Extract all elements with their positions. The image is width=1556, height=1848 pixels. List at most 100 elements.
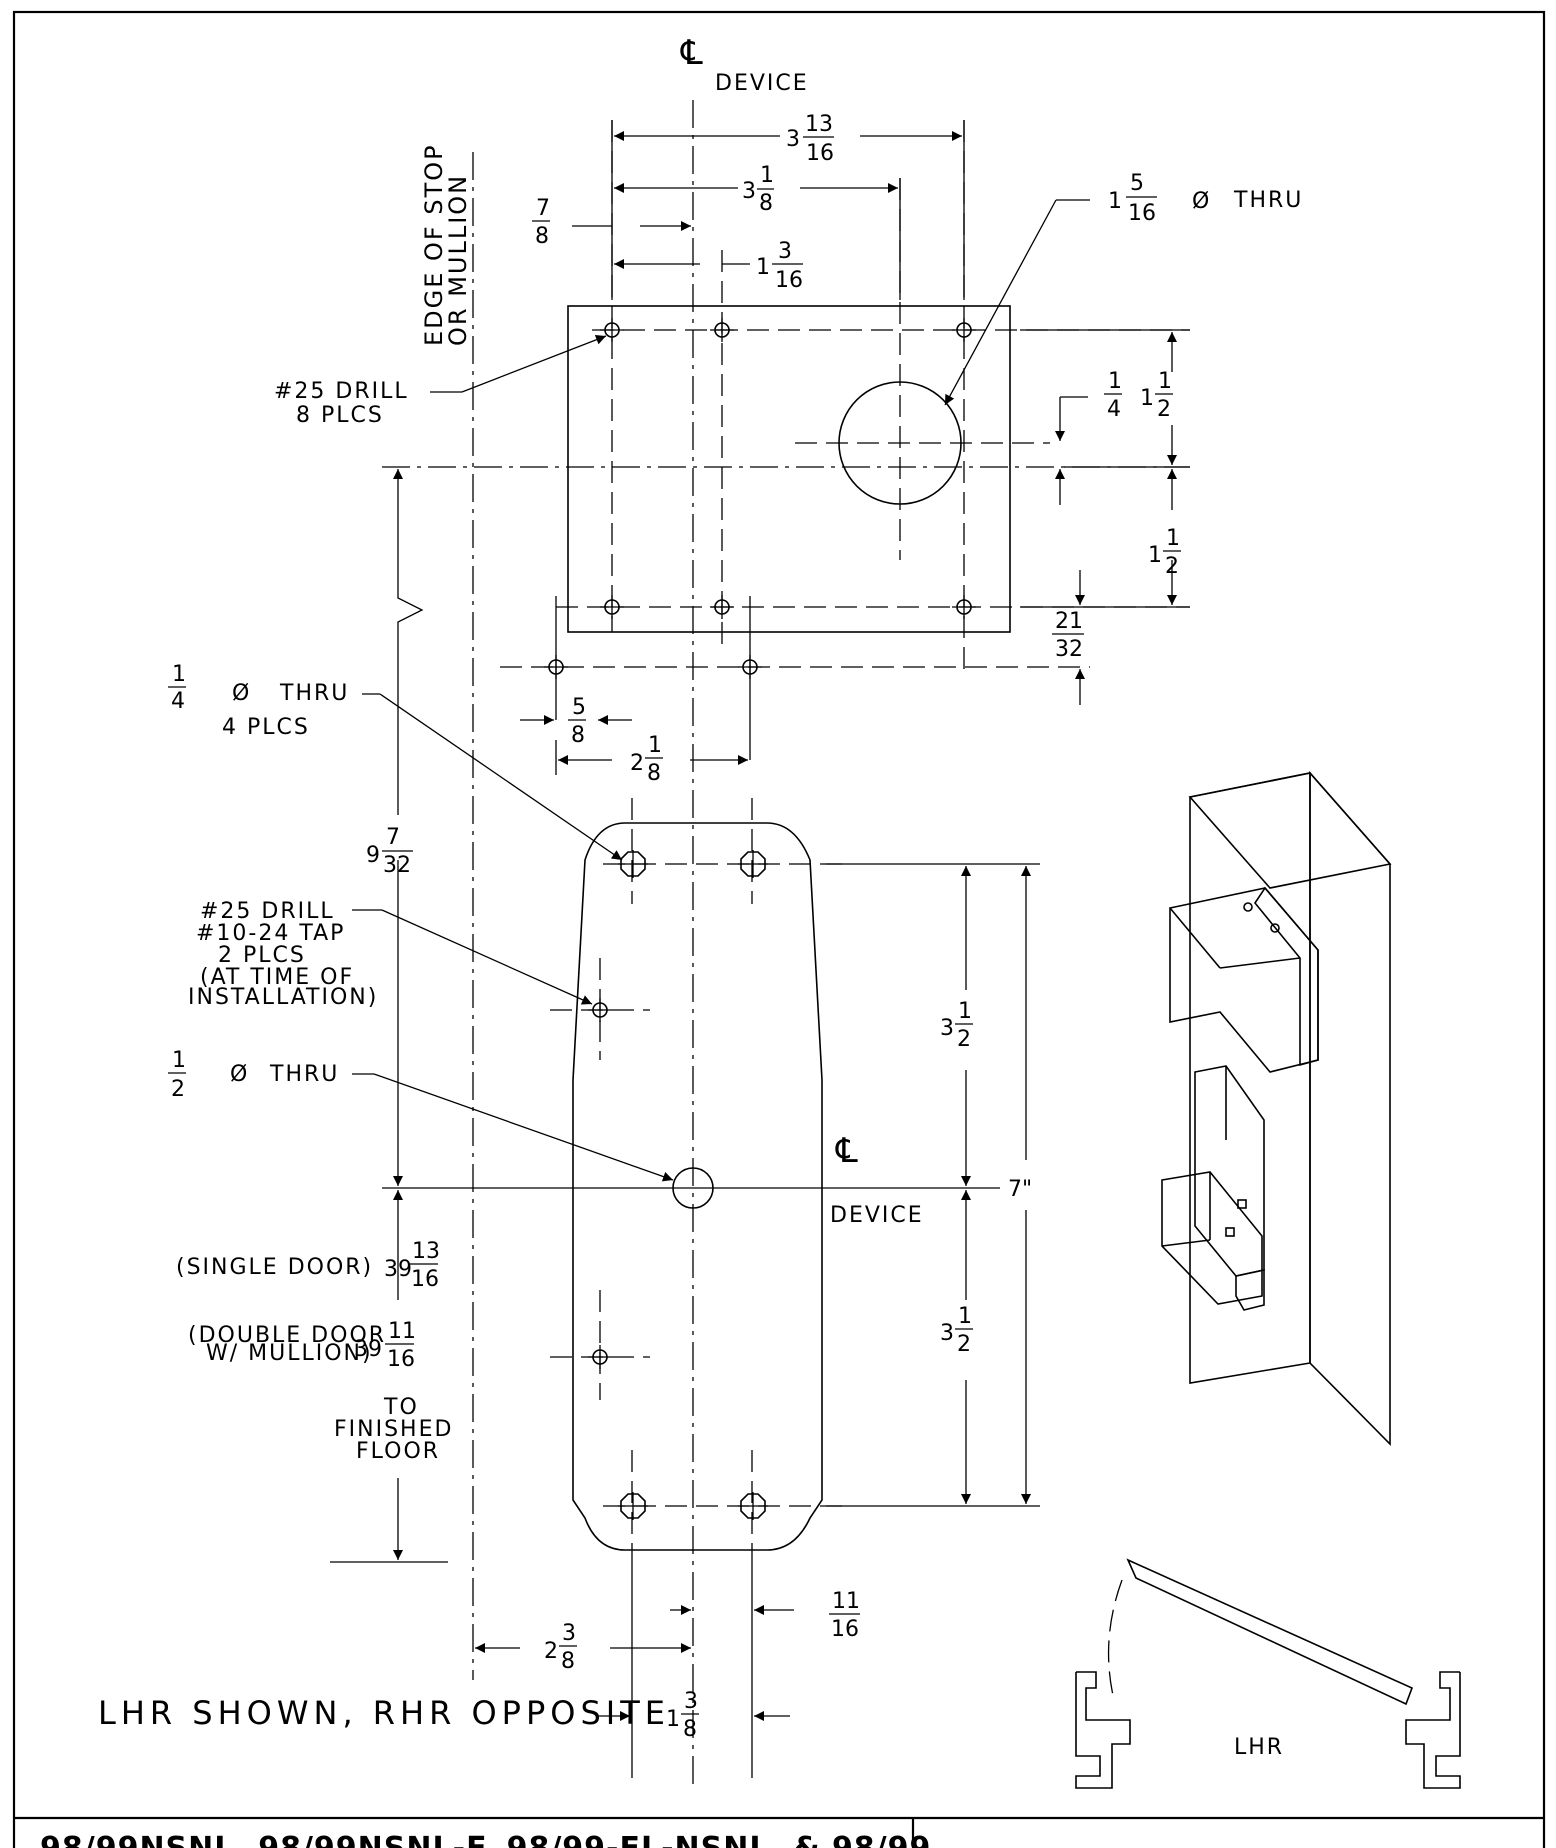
dim-2-3-8-whole: 2 [544, 1639, 558, 1664]
right-dimensions-lower [826, 863, 1040, 1507]
edge-of-stop-label: EDGE OF STOP OR MULLION [420, 143, 472, 346]
edge-of-stop-line1: EDGE OF STOP [420, 143, 448, 346]
half-thru: THRU [269, 1062, 339, 1087]
dim-9-7-32-den: 32 [383, 853, 411, 878]
dim-3-1-8-num: 1 [760, 163, 774, 188]
device-label-top: DEVICE [715, 71, 809, 96]
left-tall-dimension [330, 469, 1000, 1563]
drill25-line2: 8 PLCS [296, 403, 384, 428]
upper-plate-holes [544, 318, 976, 760]
dim-3-1-2-b-whole: 3 [940, 1321, 954, 1346]
double-door-whole: 39 [354, 1337, 382, 1362]
dim-1-1-2-b-num: 1 [1166, 526, 1180, 551]
hole [740, 1493, 766, 1519]
dim-3-13-16-whole: 3 [786, 127, 800, 152]
drill-tap-line1: #25 DRILL [200, 899, 335, 924]
double-door-den: 16 [387, 1347, 415, 1372]
lhr-plan-view: LHR [1075, 1558, 1461, 1789]
edge-of-stop-line2: OR MULLION [444, 174, 472, 346]
dim-2-1-8-whole: 2 [630, 751, 644, 776]
dim-1-3-16-num: 3 [778, 239, 792, 264]
quarter-thru: THRU [279, 681, 349, 706]
dim-3-1-2-b-den: 2 [957, 1332, 971, 1357]
big-hole-num: 5 [1130, 171, 1144, 196]
dim-1-1-2-b-den: 2 [1165, 554, 1179, 579]
quarter-den: 4 [171, 689, 185, 714]
dim-7-8-num: 7 [536, 196, 550, 221]
dim-1-3-8-whole: 1 [666, 1707, 680, 1732]
half-den: 2 [171, 1077, 185, 1102]
big-hole-thru: THRU [1233, 188, 1303, 213]
dim-11-16-den: 16 [831, 1617, 859, 1642]
quarter-num: 1 [172, 662, 186, 687]
lhr-label: LHR [1234, 1735, 1284, 1760]
half-num: 1 [172, 1048, 186, 1073]
iso-lever [1161, 1171, 1263, 1305]
big-hole-diameter: Ø [1192, 189, 1209, 214]
device-label-lower: DEVICE [830, 1203, 924, 1228]
double-door-num: 11 [388, 1319, 416, 1344]
upper-mounting-plate [567, 305, 1011, 633]
drill25-8plcs-callout: #25 DRILL 8 PLCS [274, 334, 607, 428]
dim-3-1-2-a-whole: 3 [940, 1016, 954, 1041]
dim-3-13-16-den: 16 [806, 141, 834, 166]
dim-2-3-8-den: 8 [561, 1649, 575, 1674]
isometric-device-view [1161, 770, 1392, 1446]
dim-2-3-8-num: 3 [562, 1621, 576, 1646]
big-hole-whole: 1 [1108, 189, 1122, 214]
dim-21-32-num: 21 [1055, 609, 1083, 634]
single-door-whole: 39 [384, 1257, 412, 1282]
half-thru-callout: 1 2 Ø THRU [168, 1048, 674, 1182]
single-door-label: (SINGLE DOOR) [176, 1255, 373, 1280]
right-dimensions-upper [1020, 329, 1190, 705]
dim-1-1-2-a-den: 2 [1157, 397, 1171, 422]
dim-1-1-2-b-whole: 1 [1148, 543, 1162, 568]
sheet-border [12, 10, 1546, 1848]
dim-2-1-8-num: 1 [648, 733, 662, 758]
dim-9-7-32-whole: 9 [366, 843, 380, 868]
drill-tap-line3: 2 PLCS [218, 943, 306, 968]
quarter-4plcs: 4 PLCS [222, 715, 310, 740]
drill-tap-line2: #10-24 TAP [196, 921, 345, 946]
dim-2-1-8-den: 8 [647, 761, 661, 786]
dim-3-1-8-whole: 3 [742, 179, 756, 204]
iso-door-stile-top [1188, 772, 1392, 889]
centerline-symbol-lower: ℄ [835, 1131, 858, 1171]
drill-tap-line5: INSTALLATION) [188, 985, 378, 1010]
drill-tap-callout: #25 DRILL #10-24 TAP 2 PLCS (AT TIME OF … [188, 899, 593, 1010]
lower-horizontal-dims [520, 715, 748, 775]
big-hole-den: 16 [1128, 201, 1156, 226]
large-hole-callout: 1 5 16 Ø THRU [944, 171, 1303, 406]
drill-tap-line4: (AT TIME OF [200, 965, 354, 990]
hole [740, 851, 766, 877]
lhr-shown-note: LHR SHOWN, RHR OPPOSITE [98, 1694, 670, 1732]
dim-1-1-2-a-whole: 1 [1140, 386, 1154, 411]
quarter-thru-callout: 1 4 Ø THRU 4 PLCS [168, 662, 623, 861]
half-diameter: Ø [230, 1062, 247, 1087]
lhr-right-frame [1405, 1671, 1461, 1789]
iso-housing [1169, 887, 1319, 1073]
dim-3-1-2-a-den: 2 [957, 1027, 971, 1052]
bottom-dimensions [475, 1560, 794, 1778]
hole [620, 1493, 646, 1519]
dim-11-16-num: 11 [832, 1589, 860, 1614]
lower-plate-holes [550, 798, 842, 1560]
dim-7-8-den: 8 [535, 224, 549, 249]
dim-3-1-2-a-num: 1 [958, 999, 972, 1024]
iso-push-bar [1194, 1065, 1265, 1277]
door-height-labels: (SINGLE DOOR) 39 13 16 (DOUBLE DOOR W/ M… [176, 1239, 453, 1464]
dim-3-1-8-den: 8 [759, 191, 773, 216]
dim-3-13-16-num: 13 [805, 112, 833, 137]
dim-5-8-den: 8 [571, 723, 585, 748]
dim-1-3-16-den: 16 [775, 268, 803, 293]
drill25-line1: #25 DRILL [274, 379, 409, 404]
double-door-line2: W/ MULLION) [206, 1341, 373, 1366]
to-floor-line2: FINISHED [334, 1417, 453, 1442]
to-floor-line3: FLOOR [356, 1439, 440, 1464]
dim-5-8-num: 5 [572, 695, 586, 720]
hole [620, 851, 646, 877]
top-dimensions [572, 120, 965, 300]
dim-7: 7" [1008, 1177, 1032, 1202]
centerline-symbol: ℄ [680, 33, 703, 73]
dim-1-3-8-den: 8 [683, 1717, 697, 1742]
